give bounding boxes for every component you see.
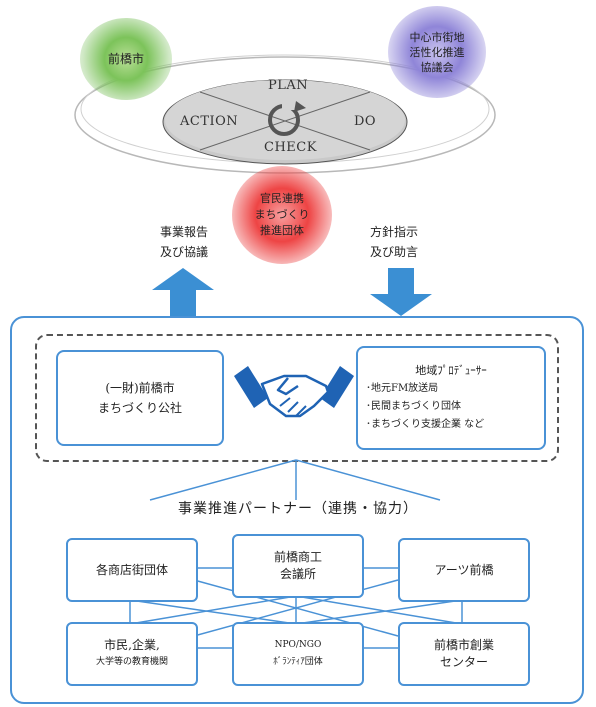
pdca-plan-label: PLAN: [268, 78, 309, 93]
arts-maebashi-box: アーツ前橋: [398, 538, 530, 602]
council-orb: 中心市街地 活性化推進 協議会: [388, 6, 486, 98]
citizens-companies-box: 市民,企業, 大学等の教育機関: [66, 622, 198, 686]
public-private-orb: 官民連携 まちづくり 推進団体: [232, 166, 332, 264]
node-label: 前橋商工: [273, 550, 322, 564]
node-label: アーツ前橋: [434, 562, 494, 577]
startup-center-box: 前橋市創業 センター: [398, 622, 530, 686]
region-producer-box: 地域ﾌﾟﾛﾃﾞｭｰｻｰ ･地元FM放送局 ･民間まちづくり団体 ･まちづくり支援…: [356, 346, 546, 450]
node-label: 大学等の教育機関: [95, 657, 168, 667]
directive-line: 方針指示: [369, 225, 418, 239]
node-label: ﾎﾞﾗﾝﾃｨｱ団体: [273, 657, 323, 667]
npo-ngo-box: NPO/NGO ﾎﾞﾗﾝﾃｨｱ団体: [232, 622, 364, 686]
shopping-street-box: 各商店街団体: [66, 538, 198, 602]
pdca-check-label: CHECK: [264, 140, 317, 155]
report-line: 事業報告: [159, 225, 208, 239]
report-line: 及び協議: [159, 245, 208, 259]
chamber-of-commerce-box: 前橋商工 会議所: [232, 534, 364, 598]
pdca-do-label: DO: [354, 114, 377, 129]
company-line: まちづくり公社: [97, 401, 182, 415]
handshake-icon: [234, 366, 354, 418]
node-label: 前橋市創業: [433, 638, 494, 652]
report-text: 事業報告 及び協議: [148, 222, 220, 262]
orb-label: 中心市街地: [409, 30, 465, 44]
orb-label: 官民連携: [260, 192, 304, 205]
orb-label: 推進団体: [260, 224, 304, 237]
cycle-arrow-icon: [268, 100, 306, 136]
pdca-action-label: ACTION: [180, 114, 239, 129]
up-arrow-icon: [152, 268, 214, 316]
region-item: ･まちづくり支援企業 など: [366, 419, 485, 430]
region-item: ･民間まちづくり団体: [366, 401, 461, 412]
region-item: ･地元FM放送局: [366, 383, 439, 394]
company-line: (一財)前橋市: [105, 381, 175, 395]
maebashi-city-orb: 前橋市: [80, 18, 172, 100]
node-label: 各商店街団体: [95, 562, 168, 577]
down-arrow-icon: [370, 268, 432, 316]
machizukuri-corp-box: (一財)前橋市 まちづくり公社: [56, 350, 224, 446]
node-label: NPO/NGO: [274, 640, 322, 650]
region-title: 地域ﾌﾟﾛﾃﾞｭｰｻｰ: [415, 364, 487, 377]
node-label: センター: [439, 655, 488, 669]
directive-line: 及び助言: [369, 245, 418, 259]
orb-label: 協議会: [420, 60, 454, 74]
orb-label: 活性化推進: [409, 45, 465, 59]
node-label: 会議所: [279, 567, 316, 581]
directive-text: 方針指示 及び助言: [358, 222, 430, 262]
orb-label: 前橋市: [107, 51, 144, 66]
orb-label: まちづくり: [254, 208, 310, 221]
node-label: 市民,企業,: [104, 638, 160, 652]
partners-title: 事業推進パートナー（連携・協力）: [178, 501, 418, 517]
